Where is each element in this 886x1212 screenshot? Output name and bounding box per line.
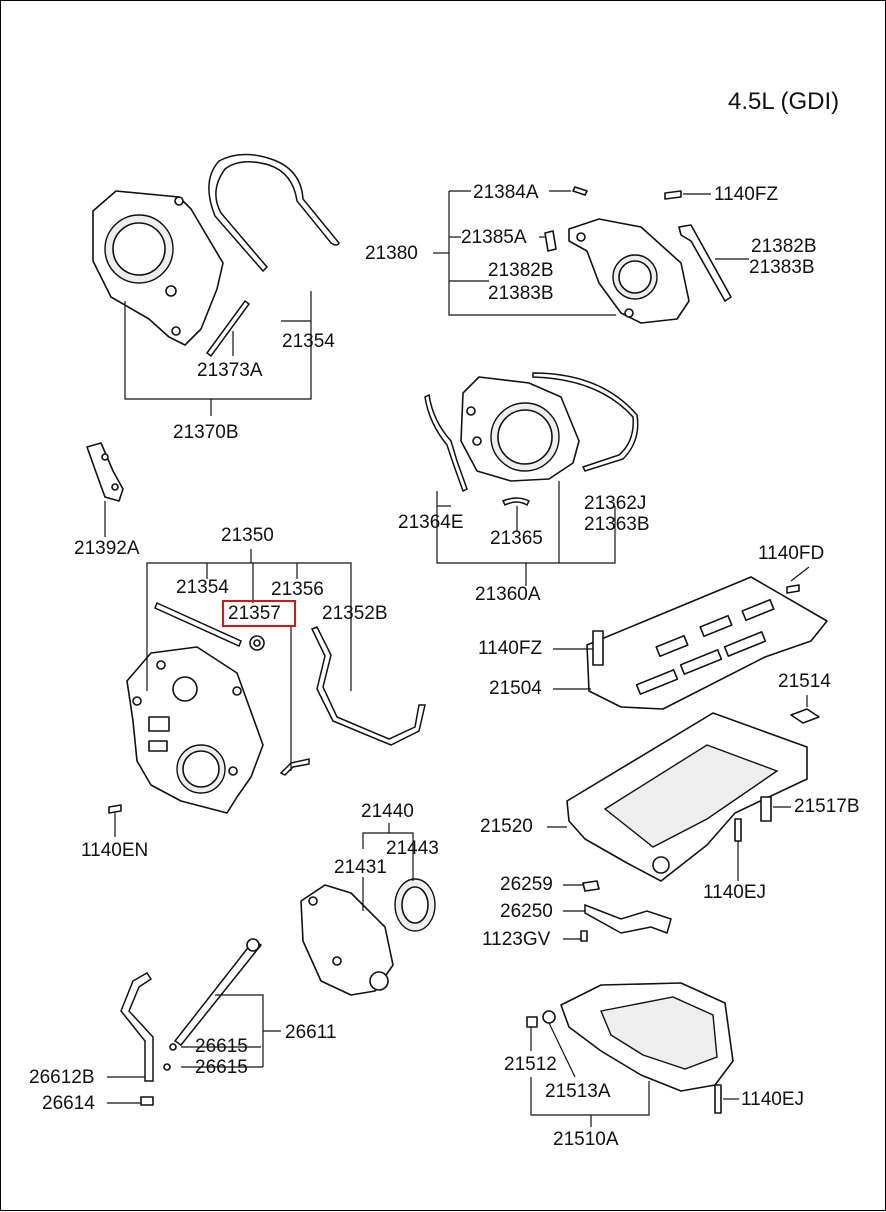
part-label-21520: 21520: [480, 816, 533, 837]
gasket-21382B: [678, 224, 732, 302]
part-label-21363B: 21363B: [584, 514, 650, 535]
bolt-21512: [526, 1016, 538, 1028]
part-label-26259: 26259: [500, 874, 553, 895]
oil-pan-21520-part: [566, 712, 808, 882]
bolt-1140EJ-mid: [734, 818, 742, 842]
seal-21373A: [205, 299, 251, 358]
part-label-21382B-right: 21382B: [751, 236, 817, 257]
part-label-21512: 21512: [504, 1054, 557, 1075]
part-label-21362J: 21362J: [584, 493, 647, 514]
part-label-21392A: 21392A: [74, 538, 140, 559]
bolt-1140EN: [108, 804, 122, 814]
part-label-26615-b: 26615: [195, 1057, 248, 1078]
gasket-21354-top: [208, 153, 340, 273]
bracket-21385A: [544, 230, 557, 252]
part-label-21440: 21440: [361, 801, 414, 822]
bolt-1140EJ-bot: [714, 1084, 722, 1114]
engine-label: 4.5L (GDI): [728, 88, 840, 115]
part-label-21352B: 21352B: [322, 603, 388, 624]
timing-cover-upper-part: [92, 190, 224, 346]
part-label-21373A: 21373A: [197, 360, 263, 381]
part-label-21431: 21431: [334, 857, 387, 878]
part-label-21517B: 21517B: [794, 796, 860, 817]
tube-26612B: [120, 972, 154, 1082]
seal-21356: [279, 758, 310, 776]
part-label-21364E: 21364E: [398, 512, 464, 533]
part-label-21380: 21380: [365, 243, 418, 264]
bracket-21392A: [86, 442, 124, 502]
part-label-26611: 26611: [285, 1022, 337, 1043]
part-label-21370B: 21370B: [173, 422, 239, 443]
seal-21365: [501, 497, 531, 507]
part-label-1123GV: 1123GV: [482, 929, 551, 950]
part-label-1140EN: 1140EN: [81, 840, 149, 861]
part-label-21443: 21443: [386, 838, 439, 859]
part-label-21504: 21504: [489, 678, 542, 699]
bolt-1140FZ-top: [664, 190, 682, 200]
dipstick-26611: [173, 940, 263, 1047]
part-label-1140FZ-top: 1140FZ: [714, 184, 779, 205]
pickup-26250: [584, 903, 672, 934]
part-label-1140EJ-bot: 1140EJ: [741, 1089, 805, 1110]
gasket-21352B: [310, 626, 426, 746]
gasket-21354-mid: [154, 601, 242, 648]
gasket-21362J: [532, 372, 639, 472]
bolt-1123GV: [580, 930, 588, 942]
part-label-21384A: 21384A: [473, 182, 539, 203]
part-label-21357[interactable]: 21357: [228, 603, 281, 624]
part-label-21383B-right: 21383B: [749, 257, 815, 278]
part-label-21350: 21350: [221, 525, 274, 546]
bracket-21380-part: [568, 218, 690, 324]
part-label-21385A: 21385A: [461, 227, 527, 248]
lower-pan-21510A-part: [560, 982, 734, 1092]
part-label-26250: 26250: [500, 901, 553, 922]
bolt-21517B: [760, 796, 772, 822]
chain-cover-21360A-part: [460, 376, 580, 482]
gasket-26259: [582, 880, 600, 892]
bolt-21384A: [572, 186, 588, 196]
part-label-21354-mid: 21354: [176, 577, 229, 598]
highlight-21357: [222, 600, 296, 627]
bolt-1140FZ-mid: [592, 630, 604, 666]
part-label-21382B-left: 21382B: [488, 260, 554, 281]
part-label-21513A: 21513A: [545, 1081, 611, 1102]
part-label-26612B: 26612B: [29, 1067, 95, 1088]
washer-21513A: [542, 1010, 556, 1024]
bolt-1140FD: [786, 584, 800, 594]
baffle-21504-part: [586, 576, 828, 710]
part-label-1140FZ-mid: 1140FZ: [478, 638, 543, 659]
clip-26614: [140, 1096, 154, 1106]
part-label-21514: 21514: [778, 671, 831, 692]
plate-21514: [790, 708, 820, 724]
part-label-26614: 26614: [42, 1093, 95, 1114]
part-label-21383B-left: 21383B: [488, 283, 554, 304]
gasket-21364E: [424, 393, 468, 493]
part-label-21510A: 21510A: [553, 1129, 619, 1150]
part-label-21365: 21365: [490, 528, 543, 549]
cover-21431-part: [300, 884, 394, 996]
part-label-26615-a: 26615: [195, 1036, 248, 1057]
part-label-1140EJ-mid: 1140EJ: [703, 882, 767, 903]
part-label-1140FD: 1140FD: [758, 543, 825, 564]
part-label-21360A: 21360A: [475, 584, 541, 605]
part-label-21354-top: 21354: [282, 331, 335, 352]
front-cover-21350-part: [126, 646, 264, 814]
part-label-21356: 21356: [271, 579, 324, 600]
